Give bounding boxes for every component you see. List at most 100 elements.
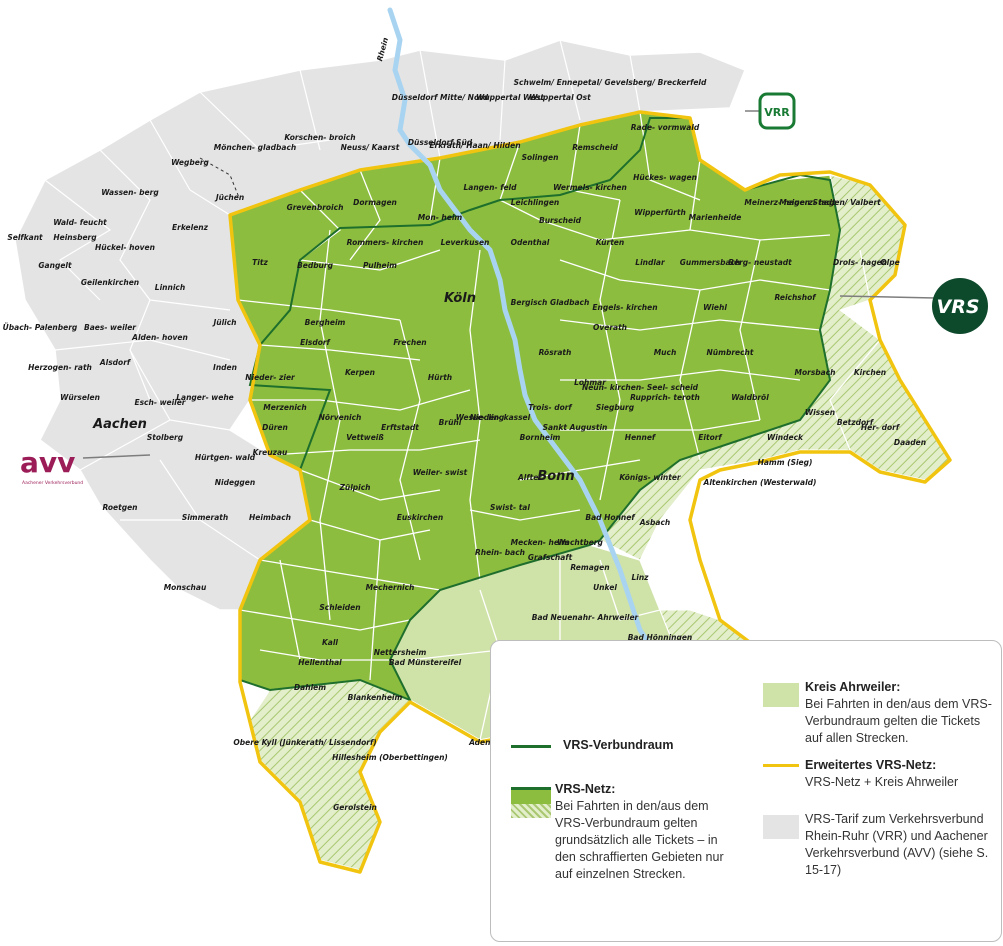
avv-logo: avv Aachener Verkehrsverbund	[20, 446, 151, 486]
place-label: Langer- wehe	[176, 393, 234, 402]
place-label: Bad Neuenahr- Ahrweiler	[532, 613, 640, 622]
place-label: Meinerz- hagen Stadt	[744, 198, 836, 207]
place-label: Bergisch Gladbach	[511, 298, 590, 307]
place-label: Stolberg	[147, 433, 184, 442]
place-label: Hennef	[625, 433, 657, 442]
place-label: Herzogen- rath	[28, 363, 92, 372]
place-label: Roetgen	[102, 503, 137, 512]
place-label: Trois- dorf	[528, 403, 573, 412]
place-label: Wachtberg	[557, 538, 603, 547]
vrr-logo: VRR	[745, 92, 796, 130]
place-label: Hürtgen- wald	[195, 453, 256, 462]
place-label: Betzdorf	[837, 418, 875, 427]
place-label: Alfter	[517, 473, 543, 482]
place-label: Dormagen	[353, 198, 397, 207]
place-label: Rösrath	[539, 348, 572, 357]
place-label: Her- dorf	[861, 423, 901, 432]
place-label: Hürth	[428, 373, 452, 382]
place-label: Bedburg	[297, 261, 334, 270]
place-label: Vettweiß	[346, 433, 384, 442]
place-label: Eitorf	[698, 433, 723, 442]
place-label: Hamm (Sieg)	[758, 458, 813, 467]
place-label: Olpe	[880, 258, 899, 267]
place-label: Marienheide	[689, 213, 742, 222]
place-label: Brühl	[439, 418, 462, 427]
place-label: Unkel	[593, 583, 617, 592]
place-label: Drols- hagen	[833, 258, 887, 267]
legend-ahrweiler-swatch	[763, 683, 799, 707]
place-label: Baes- weiler	[84, 323, 137, 332]
place-label: Alden- hoven	[131, 333, 188, 342]
place-label: Rhein- bach	[475, 548, 525, 557]
legend-ahrweiler-text: Bei Fahrten in den/aus dem VRS-Verbundra…	[805, 697, 992, 745]
legend-tarif-text: VRS-Tarif zum Verkehrsverbund Rhein-Ruhr…	[805, 812, 989, 877]
place-label: Obere Kyll (Jünkerath/ Lissendorf)	[233, 738, 376, 747]
place-label: Leverkusen	[441, 238, 490, 247]
svg-text:VRR: VRR	[764, 106, 790, 119]
place-label: Inden	[213, 363, 237, 372]
place-label: Gummersbach	[680, 258, 741, 267]
place-label: Erftstadt	[381, 423, 419, 432]
place-label: Mechernich	[366, 583, 415, 592]
place-label: Alsdorf	[99, 358, 132, 367]
place-label: Esch- weiler	[134, 398, 186, 407]
place-label: Elsdorf	[300, 338, 331, 347]
place-label: Erkelenz	[172, 223, 209, 232]
place-label: Düsseldorf Süd	[408, 138, 473, 147]
place-label: Nörvenich	[319, 413, 362, 422]
place-label: Heimbach	[249, 513, 291, 522]
place-label: Kreuzau	[253, 448, 288, 457]
place-label: Morsbach	[795, 368, 836, 377]
place-label: Titz	[252, 258, 268, 267]
legend-tarif-swatch	[763, 815, 799, 839]
place-label: Lindlar	[635, 258, 666, 267]
rhine-river	[387, 7, 723, 723]
place-label: Erkrath/ Haan/ Hilden	[429, 141, 520, 150]
place-label: Mönchen- gladbach	[214, 143, 296, 152]
place-label: Bad Münstereifel	[389, 658, 462, 667]
legend-erweitert-text: VRS-Netz + Kreis Ahrweiler	[805, 775, 959, 789]
place-label: Wuppertal Ost	[529, 93, 591, 102]
place-label: Swist- tal	[490, 503, 530, 512]
place-label: Linnich	[155, 283, 185, 292]
place-label: Kirchen	[854, 368, 886, 377]
place-label: Pulheim	[363, 261, 397, 270]
place-label: Grafschaft	[528, 553, 573, 562]
place-label: Altenkirchen (Westerwald)	[703, 478, 817, 487]
place-label: Königs- winter	[619, 473, 682, 482]
place-label: Leichlingen	[511, 198, 560, 207]
place-label: Siegburg	[596, 403, 635, 412]
place-label: Geilenkirchen	[81, 278, 139, 287]
place-label: Solingen	[522, 153, 559, 162]
vrs-logo: VRS	[839, 278, 988, 334]
place-label: Neuss/ Kaarst	[341, 143, 400, 152]
legend-netz-title: VRS-Netz:	[555, 782, 616, 796]
place-label: Düsseldorf Mitte/ Nord	[392, 93, 489, 102]
place-label: Heinsberg	[53, 233, 97, 242]
aachen-label: Aachen	[92, 417, 147, 432]
place-label: Wissen	[805, 408, 835, 417]
place-label: Sankt Augustin	[543, 423, 608, 432]
legend-netz-swatch	[511, 787, 551, 818]
place-label: Hellenthal	[298, 658, 342, 667]
place-label: Mecken- heim	[511, 538, 570, 547]
map-legend: VRS-Verbundraum VRS-Netz: Bei Fahrten in…	[490, 640, 1002, 942]
place-label: Engels- kirchen	[592, 303, 657, 312]
place-label: Wassen- berg	[101, 188, 159, 197]
place-label: Rommers- kirchen	[347, 238, 424, 247]
place-label: Nieder- kassel	[470, 413, 531, 422]
place-label: Nideggen	[215, 478, 255, 487]
erweitertes-netz-outline	[228, 110, 952, 874]
place-label: Wegberg	[171, 158, 209, 167]
legend-verbundraum-line	[511, 745, 551, 748]
place-label: Burscheid	[539, 216, 582, 225]
place-label: Nettersheim	[374, 648, 427, 657]
legend-erweitert-line	[763, 764, 799, 767]
svg-text:VRS: VRS	[936, 296, 979, 318]
place-label: Neun- kirchen- Seel- scheid	[582, 383, 699, 392]
legend-erweitert-title: Erweitertes VRS-Netz:	[805, 758, 937, 772]
place-label: Nümbrecht	[707, 348, 754, 357]
place-label: Rade- vormwald	[631, 123, 700, 132]
place-label: Kürten	[596, 238, 624, 247]
svg-text:avv: avv	[20, 446, 75, 479]
